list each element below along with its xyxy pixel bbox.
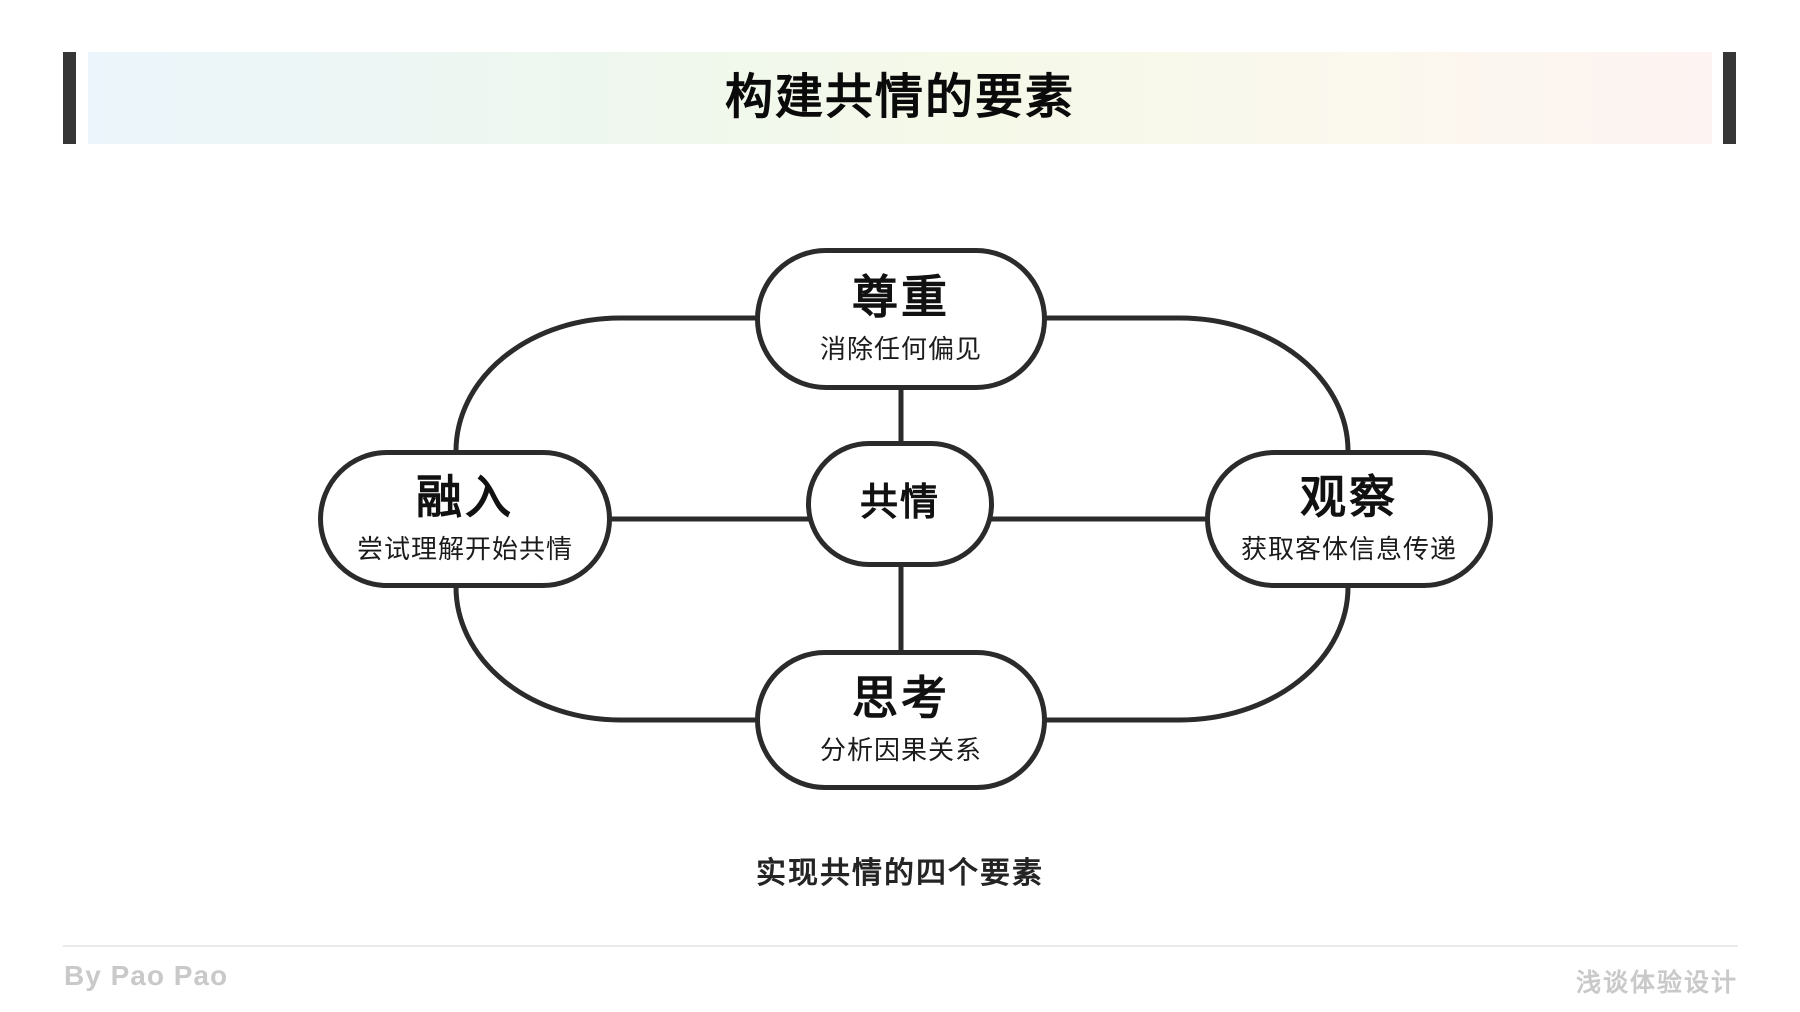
diagram-caption: 实现共情的四个要素 (756, 857, 1044, 890)
header-banner: 构建共情的要素 (88, 52, 1712, 144)
node-respect-sublabel: 消除任何偏见 (819, 334, 982, 365)
header-left-bar (63, 52, 76, 144)
node-integrate: 融入 尝试理解开始共情 (318, 450, 612, 588)
footer-divider (63, 945, 1738, 947)
node-integrate-label: 融入 (416, 470, 514, 523)
node-think: 思考 分析因果关系 (755, 650, 1047, 790)
node-observe-sublabel: 获取客体信息传递 (1240, 534, 1457, 565)
header-right-bar (1723, 52, 1736, 144)
node-respect: 尊重 消除任何偏见 (755, 248, 1047, 390)
node-integrate-sublabel: 尝试理解开始共情 (356, 534, 573, 565)
page-title: 构建共情的要素 (724, 71, 1075, 124)
node-think-sublabel: 分析因果关系 (819, 735, 982, 766)
node-observe: 观察 获取客体信息传递 (1205, 450, 1493, 588)
node-think-label: 思考 (852, 671, 950, 724)
footer-author: By Pao Pao (64, 960, 229, 991)
footer-brand: 浅谈体验设计 (1575, 969, 1738, 997)
node-empathy-center: 共情 (806, 441, 994, 567)
node-observe-label: 观察 (1300, 470, 1398, 523)
node-empathy-label: 共情 (859, 482, 940, 525)
node-respect-label: 尊重 (852, 270, 950, 323)
